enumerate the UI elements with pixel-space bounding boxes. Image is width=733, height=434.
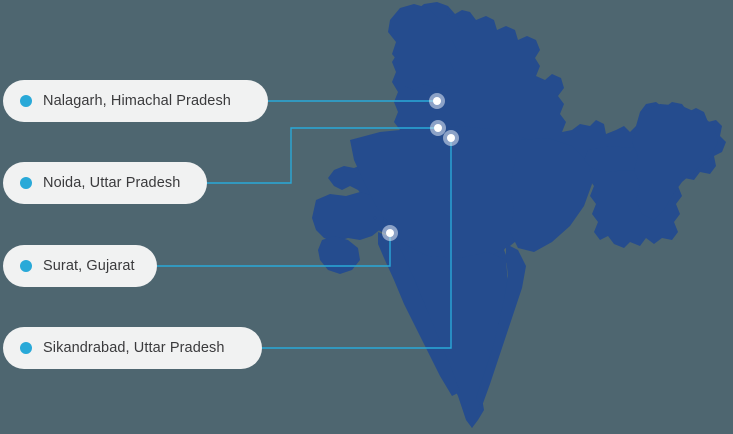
location-chip-sikandrabad[interactable]: Sikandrabad, Uttar Pradesh <box>3 327 262 369</box>
map-marker-nalagarh[interactable] <box>429 93 445 109</box>
location-chip-nalagarh[interactable]: Nalagarh, Himachal Pradesh <box>3 80 268 122</box>
location-label-text: Sikandrabad, Uttar Pradesh <box>43 339 225 356</box>
coastal-island-dot <box>382 218 388 224</box>
south-peninsula-path <box>400 250 508 428</box>
location-chip-noida[interactable]: Noida, Uttar Pradesh <box>3 162 207 204</box>
north-east-states-path <box>632 104 718 220</box>
dot-icon <box>20 260 32 272</box>
east-coast-path <box>476 244 526 406</box>
map-pin-icon <box>433 97 441 105</box>
location-label-text: Surat, Gujarat <box>43 257 135 274</box>
india-mainland-path <box>314 2 726 428</box>
india-landmass <box>312 2 726 428</box>
location-chip-surat[interactable]: Surat, Gujarat <box>3 245 157 287</box>
location-label-text: Nalagarh, Himachal Pradesh <box>43 92 231 109</box>
map-marker-surat[interactable] <box>382 225 398 241</box>
map-marker-noida[interactable] <box>430 120 446 136</box>
map-pin-icon <box>386 229 394 237</box>
north-west-region-path <box>388 4 460 90</box>
saurashtra-region-path <box>318 236 360 274</box>
map-pin-icon <box>447 134 455 142</box>
dot-icon <box>20 177 32 189</box>
map-pin-icon <box>434 124 442 132</box>
coastal-island-dot <box>373 216 377 220</box>
dot-icon <box>20 342 32 354</box>
location-label-text: Noida, Uttar Pradesh <box>43 174 181 191</box>
east-region-path <box>510 138 592 252</box>
map-marker-sikandrabad[interactable] <box>443 130 459 146</box>
dot-icon <box>20 95 32 107</box>
